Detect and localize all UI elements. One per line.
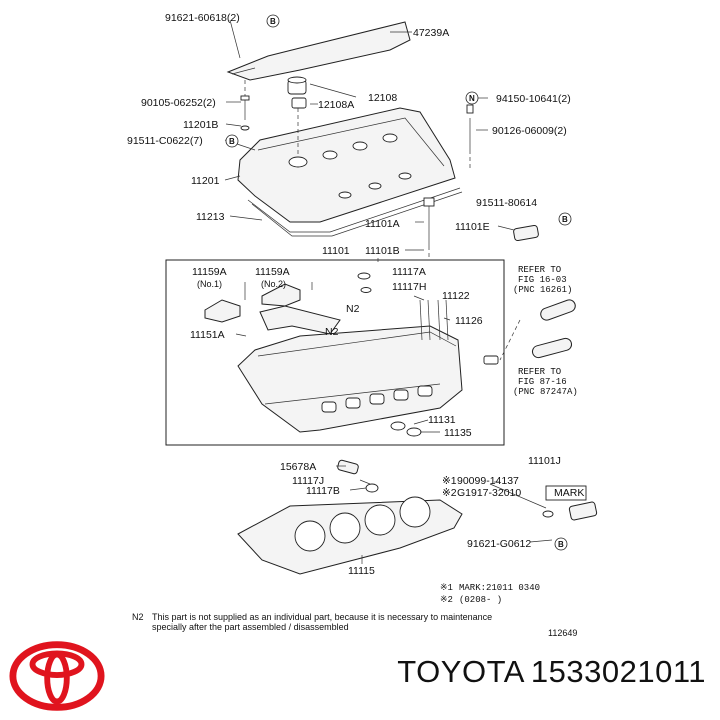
refer-block-16-03: REFER TO FIG 16-03 (PNC 16261) [513,265,572,295]
callout-11101b: 11101B [365,245,400,257]
callout-no1: (No.1) [197,279,222,289]
callout-12108: 12108 [368,92,397,104]
callout-11135: 11135 [444,427,472,439]
callout-91511-c0622: 91511-C0622(7) [127,135,203,147]
svg-text:REFER TO: REFER TO [518,367,561,377]
callout-11159a-no1: 11159A [192,266,227,278]
svg-text:REFER TO: REFER TO [518,265,561,275]
sensor-11101e [513,224,539,242]
callout-90099: 90099-14137 [457,475,519,487]
cylinder-head-cover [237,107,456,223]
tube-11122 [419,299,431,341]
callout-11101j: 11101J [528,455,561,467]
camshaft-bearing-cap-no1 [204,299,241,323]
fitting-11101e-small [483,355,499,365]
stud-bolt-90126 [466,104,474,150]
callout-11101a: 11101A [365,218,400,230]
plug-11117b [365,483,379,493]
ref-circle-n: N [465,91,479,105]
callout-90105: 90105-06252(2) [141,97,216,109]
callout-11115: 11115 [348,565,375,577]
callout-mark-box: MARK [554,487,584,499]
callout-11159a-no2: 11159A [255,266,290,278]
callout-11117h: 11117H [392,281,426,293]
cylinder-head [237,325,463,433]
bolt-11101a [423,197,435,246]
head-cover-top-plate [226,21,411,81]
callout-11201: 11201 [191,175,220,187]
callout-11131: 11131 [428,414,456,426]
mark-note-1: MARK:21011 0340 [459,583,540,593]
mark-symbol-2: ※2 [442,487,457,499]
pipe-16261 [540,299,576,321]
callout-11213: 11213 [196,211,225,223]
toyota-logo-icon [9,641,105,711]
ref-circle-b-4: B [554,537,568,551]
figure-number: 112649 [548,628,577,638]
sleeve-15678a [337,459,359,475]
dashed-guide-lines [244,80,521,361]
leader-lines [224,19,553,564]
callout-n2-upper: N2 [346,303,360,315]
callout-90126: 90126-06009(2) [492,125,567,137]
plug-11131 [390,421,422,437]
mark-note-1-symbol: ※1 [440,583,453,593]
part-number: 1533021011 [530,654,706,689]
bolt-90105 [240,95,250,131]
ref-circle-b-3: B [558,212,572,226]
svg-text:B: B [270,17,276,26]
callout-11151a: 11151A [190,329,225,341]
callout-91511-80614: 91511-80614 [476,197,537,209]
callout-no2: (No.2) [261,279,286,289]
callout-15678a: 15678A [280,461,316,473]
pipe-87247a [531,337,573,359]
camshaft-bearing-cap-no2 [261,283,301,307]
sensor-11101j [542,485,598,521]
svg-text:FIG 87-16: FIG 87-16 [518,377,567,387]
callout-12108a: 12108A [318,99,354,111]
callout-11117j: 11117J [292,475,324,487]
tube-11126 [437,299,449,341]
mark-note-2: (0208- ) [459,595,502,605]
svg-text:B: B [229,137,235,146]
cylinder-head-gasket [237,496,463,575]
brand-name: TOYOTA [397,654,525,689]
oil-filler-cap [287,76,307,109]
n2-note-line-2: specially after the part assembled / dis… [152,622,349,632]
mark-note-2-symbol: ※2 [440,595,453,605]
mark-symbol-1: ※1 [442,475,457,487]
n2-note-line-1: This part is not supplied as an individu… [152,612,492,622]
callout-94150: 94150-10641(2) [496,93,571,105]
callout-47239a: 47239A [413,27,449,39]
callout-n2-lower: N2 [325,326,339,338]
callout-91621-60618: 91621-60618(2) [165,12,240,24]
callout-g1917: G1917-32010 [457,487,521,499]
n2-note-tag: N2 [132,612,144,622]
head-cover-gasket [247,187,463,237]
callout-11101: 11101 [322,245,350,257]
callout-11101e: 11101E [455,221,490,233]
ref-circle-b-2: B [225,134,239,148]
svg-text:B: B [558,540,564,549]
svg-text:FIG 16-03: FIG 16-03 [518,275,567,285]
callout-91621-g0612: 91621-G0612 [467,538,531,550]
callout-11117a: 11117A [392,266,426,278]
svg-text:(PNC 16261): (PNC 16261) [513,285,572,295]
dowel-11117a [357,272,372,293]
svg-text:B: B [562,215,568,224]
callout-11117b: 11117B [306,485,340,497]
ref-circle-b-1: B [266,14,280,28]
callout-11201b: 11201B [183,119,218,131]
callout-11126: 11126 [455,315,483,327]
refer-block-87-16: REFER TO FIG 87-16 (PNC 87247A) [513,367,578,397]
callout-11122: 11122 [442,290,470,302]
svg-text:(PNC 87247A): (PNC 87247A) [513,387,578,397]
svg-text:N: N [469,94,475,103]
